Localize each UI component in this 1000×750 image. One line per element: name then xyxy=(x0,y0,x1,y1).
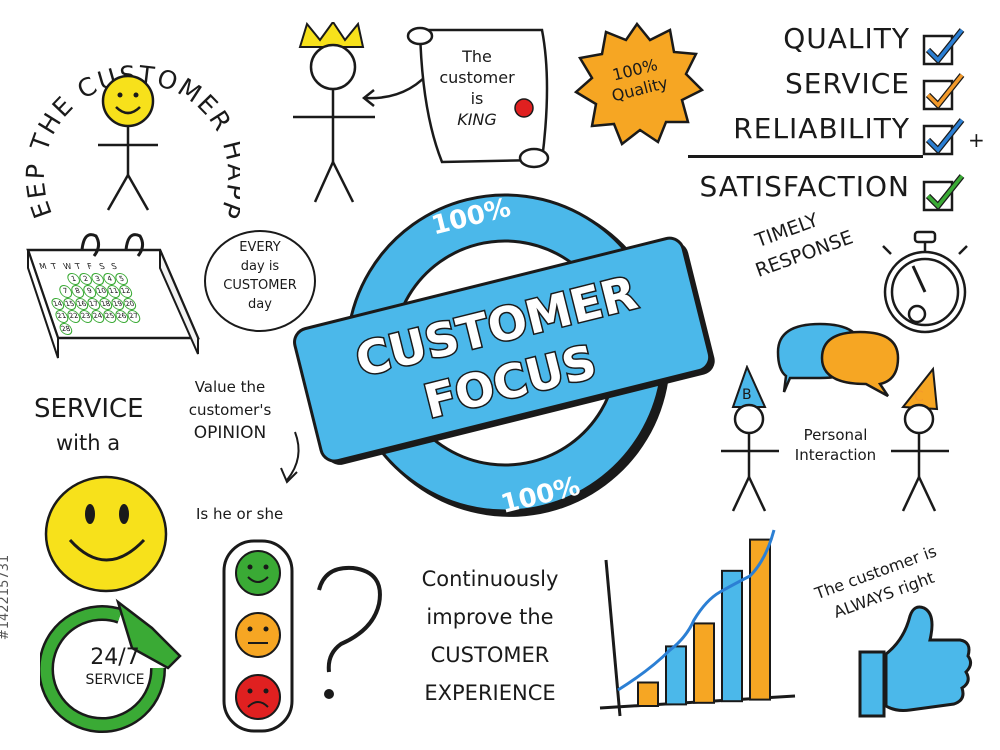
checklist: QUALITY SERVICE RELIABILITY SATISFACTION… xyxy=(680,22,990,217)
every-day-circle-icon xyxy=(204,230,316,332)
every-day-line-2: day is xyxy=(240,259,280,274)
reliability-plus: + xyxy=(968,128,985,152)
growth-bar-3 xyxy=(693,622,715,704)
checkbox-reliability-icon xyxy=(922,118,965,156)
every-day-line-4: day xyxy=(248,297,272,312)
growth-trend-line xyxy=(617,529,776,692)
opinion-arrow-icon xyxy=(280,431,300,484)
happy-face-icon xyxy=(235,550,281,596)
service247-line-1: 24/7 xyxy=(90,645,140,670)
person-b-label: B xyxy=(742,387,752,403)
checkbox-service-icon xyxy=(922,73,965,111)
checkbox-quality-icon xyxy=(922,28,965,66)
stopwatch-icon xyxy=(882,230,968,334)
thumbs-up-icon xyxy=(858,605,973,718)
calendar-icon xyxy=(26,233,200,359)
value-line-3: OPINION xyxy=(193,423,267,443)
person-b-figure xyxy=(721,365,779,512)
happy-stick-figure xyxy=(98,74,158,211)
growth-bar-4 xyxy=(721,569,743,703)
scroll-line-3: is xyxy=(470,89,484,108)
is-he-or-she-text: Is he or she xyxy=(196,505,284,523)
continuously-line-4: EXPERIENCE xyxy=(424,681,556,705)
personal-line-2: Interaction xyxy=(794,446,877,464)
scroll-text: The customer is KING xyxy=(432,46,522,130)
checklist-reliability-label: RELIABILITY xyxy=(733,112,910,145)
speech-bubbles-icon xyxy=(776,322,900,398)
customer-focus-stamp: 100% 100% CUSTOMER FOCUS xyxy=(293,193,715,520)
calendar-weekdays: M T W T F S S xyxy=(38,262,141,273)
checklist-satisfaction-label: SATISFACTION xyxy=(699,170,910,203)
checklist-divider xyxy=(688,155,923,158)
every-day-line-3: CUSTOMER xyxy=(223,278,297,293)
checklist-service-label: SERVICE xyxy=(784,67,910,100)
value-opinion-text: Value the customer's OPINION xyxy=(180,376,280,445)
every-day-line-1: EVERY xyxy=(239,240,281,255)
checkbox-satisfaction-icon xyxy=(922,174,965,212)
scroll-line-1: The xyxy=(462,47,492,66)
traffic-light-icon xyxy=(222,539,294,733)
crown-icon xyxy=(298,22,365,48)
continuously-text: Continuously improve the CUSTOMER EXPERI… xyxy=(395,560,585,712)
continuously-line-2: improve the xyxy=(426,605,554,629)
seal-icon xyxy=(514,98,534,118)
service-247-text: 24/7 SERVICE xyxy=(65,645,165,689)
weekday: S xyxy=(110,262,119,271)
growth-bar-chart xyxy=(599,529,796,717)
service-with-a-text: SERVICE with a xyxy=(34,392,144,460)
value-line-1: Value the xyxy=(194,378,266,396)
cycle-arrow-icon xyxy=(40,598,182,733)
every-day-text: EVERY day is CUSTOMER day xyxy=(210,238,310,314)
chart-y-axis xyxy=(604,559,622,717)
sad-face-icon xyxy=(235,674,281,720)
continuously-line-3: CUSTOMER xyxy=(430,643,550,667)
value-line-2: customer's xyxy=(188,401,272,419)
scroll-line-4: KING xyxy=(457,110,497,129)
calendar-day: 20 xyxy=(121,297,138,310)
person-c-label: C xyxy=(914,389,924,405)
growth-bar-1 xyxy=(637,681,659,707)
service-line-1: SERVICE xyxy=(34,394,144,424)
continuously-line-1: Continuously xyxy=(421,567,559,591)
question-mark-icon xyxy=(317,565,382,699)
king-figure xyxy=(293,22,375,203)
quality-badge-icon xyxy=(573,21,705,147)
service247-line-2: SERVICE xyxy=(85,672,145,688)
person-c-figure xyxy=(891,366,949,512)
stock-id-text: #142215731 xyxy=(0,554,13,641)
keep-happy-group: KEEP THE CUSTOMER HAPPY xyxy=(20,15,240,223)
personal-line-1: Personal xyxy=(803,426,868,444)
service-line-2: with a xyxy=(56,431,121,455)
big-smiley-icon xyxy=(44,475,168,593)
growth-bar-5 xyxy=(749,538,771,701)
personal-interaction-text: Personal Interaction xyxy=(778,425,893,465)
scroll-icon xyxy=(406,26,550,169)
calendar-day: 5 xyxy=(113,272,130,285)
growth-bar-2 xyxy=(665,645,687,706)
scroll-line-2: customer xyxy=(439,68,515,87)
checklist-quality-label: QUALITY xyxy=(783,22,910,55)
neutral-face-icon xyxy=(235,612,281,658)
